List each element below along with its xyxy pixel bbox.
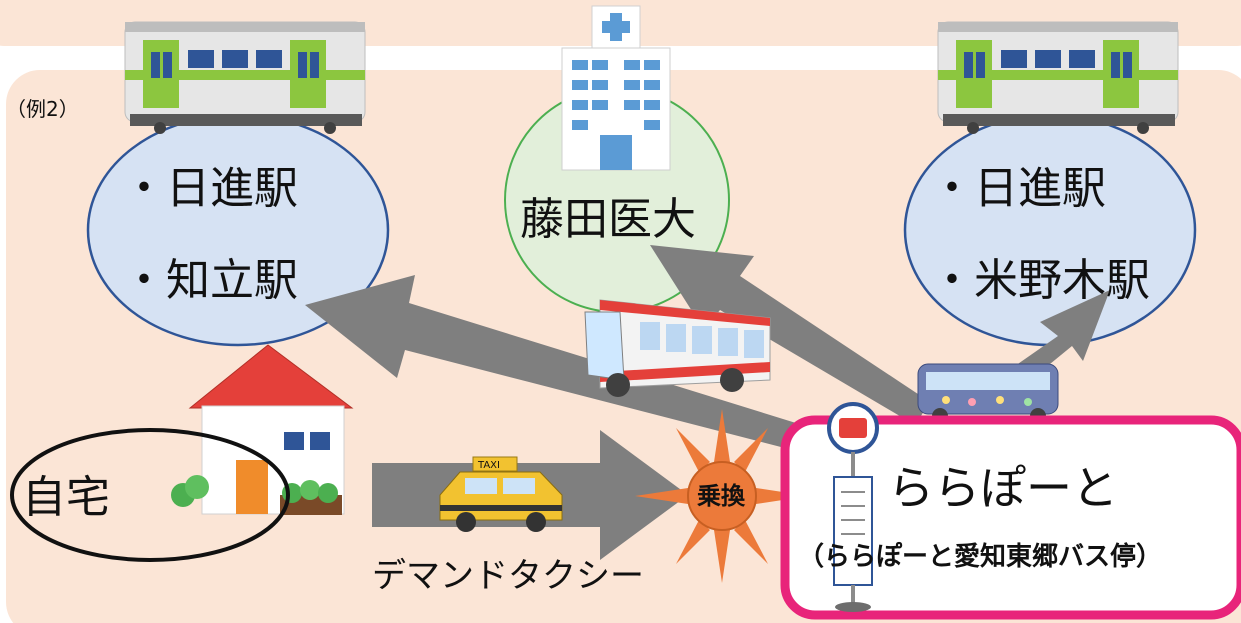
hospital-icon — [561, 5, 671, 171]
hospital-label: 藤田医大 — [520, 194, 696, 245]
bus-stop-full-name: （ららぽーと愛知東郷バス停） — [798, 541, 1162, 572]
train-icon-right — [937, 21, 1179, 134]
taxi-icon: TAXI — [439, 456, 563, 532]
left-station-2-label: ・知立駅 — [122, 255, 298, 306]
left-station-1-label: ・日進駅 — [122, 163, 298, 214]
bus-stop-sign-icon — [827, 402, 879, 612]
right-station-2-label: ・米野木駅 — [930, 255, 1150, 306]
train-icon-left — [124, 21, 366, 134]
arrow-to-right-station — [1012, 290, 1110, 382]
bus-icon-city — [584, 299, 771, 397]
arrow-to-left-station — [305, 275, 825, 455]
right-station-bubble — [903, 113, 1197, 347]
example-label: （例2） — [6, 97, 79, 121]
transfer-badge: 乗換 — [697, 482, 746, 510]
home-label: 自宅 — [22, 472, 110, 523]
sun-icon — [635, 409, 809, 583]
route-segment-label: デマンドタクシー — [372, 556, 644, 596]
bus-stop-name: ららぽーと — [888, 461, 1118, 515]
right-station-1-label: ・日進駅 — [930, 163, 1106, 214]
taxi-sign: TAXI — [477, 460, 500, 471]
bus-stop-highlight — [780, 415, 1241, 620]
arrow-to-hospital — [650, 245, 930, 425]
home-bubble — [10, 428, 290, 562]
